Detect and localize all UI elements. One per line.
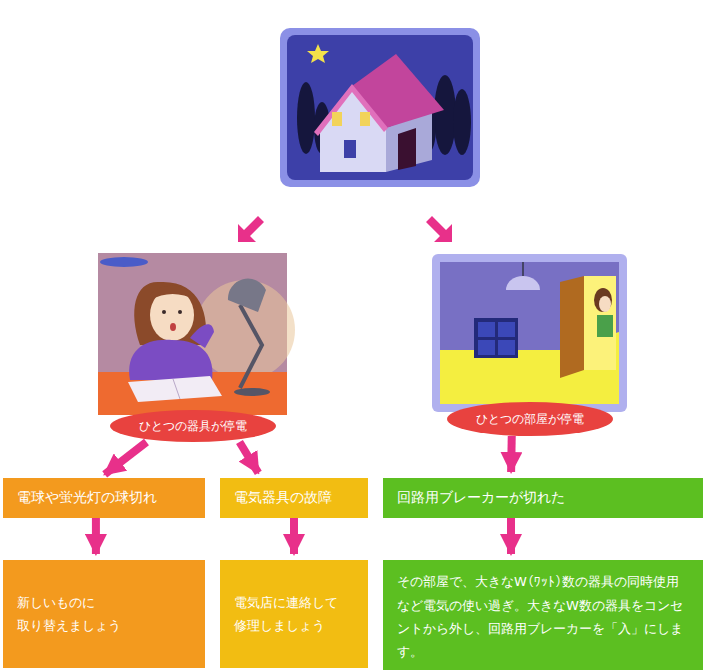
node-text: ひとつの器具が停電: [139, 418, 247, 435]
branch-arrow: [238, 216, 452, 242]
node-text: ひとつの部屋が停電: [476, 411, 584, 428]
status-pill: ひとつの部屋が停電: [447, 402, 613, 436]
remedy-box: 新しいものに 取り替えましょう: [3, 560, 205, 668]
flow-arrow: [507, 518, 515, 554]
node-text: その部屋で、大きなW（ﾜｯﾄ）数の器具の同時使用など電気の使い過ぎ。大きなW数の…: [397, 570, 689, 664]
remedy-box: その部屋で、大きなW（ﾜｯﾄ）数の器具の同時使用など電気の使い過ぎ。大きなW数の…: [383, 560, 703, 670]
flow-arrow: [105, 442, 147, 474]
status-pill: ひとつの器具が停電: [110, 410, 276, 442]
node-text: 電気店に連絡して 修理しましょう: [234, 591, 354, 638]
desk-illustration: [98, 253, 295, 415]
node-text: 回路用ブレーカーが切れた: [397, 489, 565, 507]
house-illustration: [280, 28, 480, 187]
node-text: 新しいものに 取り替えましょう: [17, 591, 167, 638]
flow-arrow: [239, 442, 258, 473]
node-text: 電球や蛍光灯の球切れ: [17, 489, 157, 507]
flow-arrow: [290, 518, 298, 554]
flow-arrow: [507, 436, 516, 472]
cause-box: 電球や蛍光灯の球切れ: [3, 478, 205, 518]
node-text: 電気器具の故障: [234, 489, 332, 507]
flow-arrow: [92, 518, 100, 554]
remedy-box: 電気店に連絡して 修理しましょう: [220, 560, 368, 668]
cause-box: 電気器具の故障: [220, 478, 368, 518]
cause-box: 回路用ブレーカーが切れた: [383, 478, 703, 518]
room-illustration: [432, 254, 627, 412]
